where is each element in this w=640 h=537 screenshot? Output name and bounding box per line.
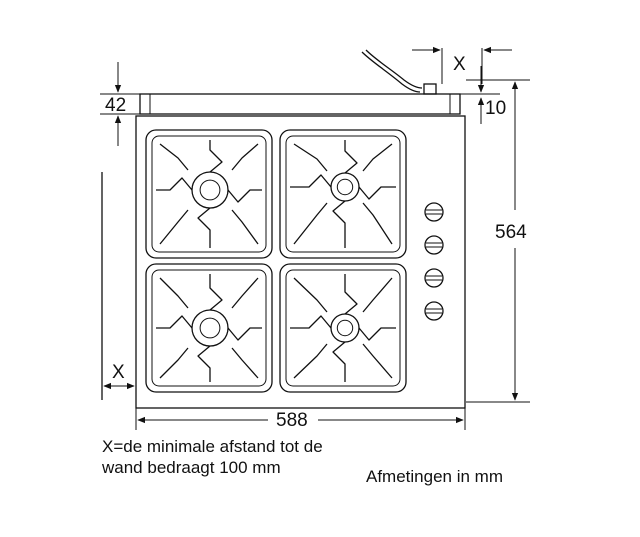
control-knob-group [424,202,444,321]
grate-arm [290,315,332,329]
burner-cap-3 [191,309,229,347]
grate-arm [344,140,358,174]
dimension-x-side-label: X [112,362,125,383]
control-knob-4 [424,301,444,321]
grate-arm [362,277,393,313]
burner-2 [279,129,407,259]
grate-arm [159,209,189,245]
x-definition-line-2: wand bedraagt 100 mm [101,458,281,477]
grate-arm [332,200,346,248]
grate-arm [156,177,193,191]
dimension-42: 42 [100,62,140,146]
gas-connector [423,83,437,95]
burner-cap-2 [330,172,360,202]
dimension-588-label: 588 [276,410,308,431]
dimension-10: 10 [460,66,506,124]
grate-arm [293,343,328,379]
x-definition-line-1: X=de minimale afstand tot de [102,437,323,456]
control-knob-1 [424,202,444,222]
burner-1 [145,129,273,259]
burner-cap-1 [191,171,229,209]
grate-arm [332,341,346,382]
grate-arm [293,277,328,313]
dimension-x-rear-label: X [453,54,466,75]
grate-arm [227,327,262,341]
grate-arm [362,343,393,379]
grate-arm [231,277,259,309]
burner-group [145,129,407,393]
control-knob-3 [424,268,444,288]
grate-arm [362,202,393,245]
grate-arm [209,274,223,311]
dimension-10-label: 10 [485,98,506,119]
dimension-x-side: X [101,172,135,400]
hob-top-profile [139,83,461,115]
dimension-564: 564 [466,79,530,403]
grate-arm [227,189,262,203]
grate-arm [231,347,259,379]
grate-arm [231,143,259,171]
grate-arm [197,345,211,382]
burner-cap-4 [330,313,360,343]
grate-arm [231,209,259,245]
grate-arm [362,143,393,172]
dimension-564-label: 564 [495,222,527,243]
grate-arm [209,140,223,173]
grate-arm [293,143,328,172]
hob-body [135,115,466,409]
grate-arm [159,143,189,171]
grate-arm [358,186,396,200]
grate-arm [344,274,358,315]
dimension-588: 588 [135,408,466,431]
grate-arm [358,327,396,341]
grate-arm [156,315,193,329]
burner-4 [279,263,407,393]
grate-arm [293,202,328,245]
dimension-x-rear: X [412,46,512,84]
units-note: Afmetingen in mm [366,467,503,486]
gas-hose [361,51,421,93]
dimension-42-label: 42 [105,95,126,116]
grate-arm [159,277,189,309]
burner-3 [145,263,273,393]
grate-arm [290,174,332,188]
grate-arm [159,347,189,379]
grate-arm [197,207,211,248]
gas-hose-inner [365,49,423,89]
control-knob-2 [424,235,444,255]
